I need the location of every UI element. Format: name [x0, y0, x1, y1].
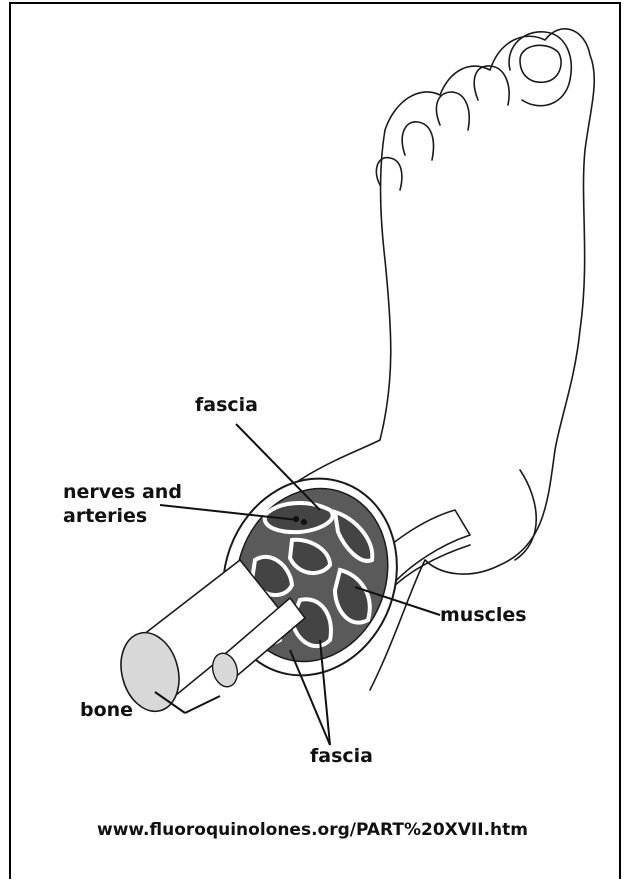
label-bone: bone: [80, 700, 133, 721]
toe-3: [436, 92, 469, 130]
nerve-dot-2: [301, 519, 307, 525]
label-muscles: muscles: [440, 605, 527, 626]
toe-big: [509, 32, 571, 106]
toe-2: [474, 66, 509, 105]
tendon-strip-b: [390, 545, 470, 590]
label-nerves-line2: arteries: [63, 506, 147, 527]
label-fascia-top: fascia: [195, 395, 258, 416]
leader-bone-b: [185, 696, 220, 713]
source-caption: www.fluoroquinolones.org/PART%20XVII.htm: [0, 820, 625, 840]
toe-4: [402, 122, 433, 160]
label-fascia-bottom: fascia: [310, 746, 373, 767]
toe-nail: [520, 45, 561, 82]
label-nerves-line1: nerves and: [63, 482, 182, 503]
